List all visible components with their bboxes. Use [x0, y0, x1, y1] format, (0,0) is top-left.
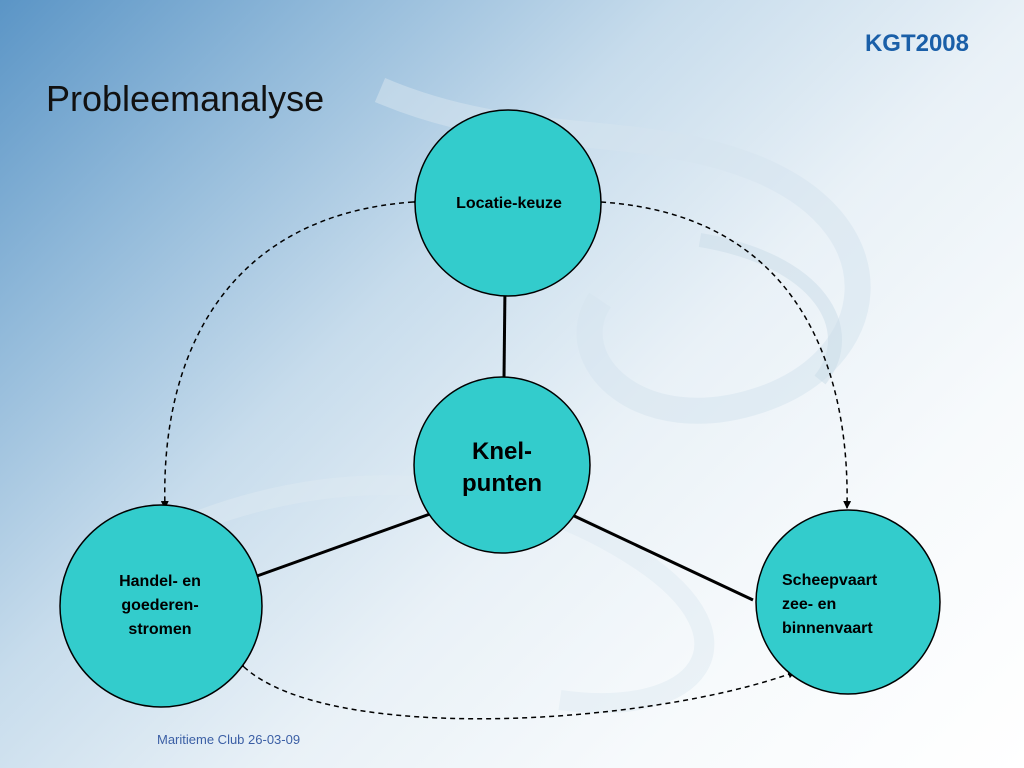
- node-label-scheepvaart: Scheepvaart zee- en binnenvaart: [782, 572, 878, 637]
- dashed-arrow-top-right: [593, 197, 852, 509]
- connector-top-center: [502, 285, 507, 379]
- connector-left-center: [256, 512, 431, 578]
- page-title: Probleemanalyse: [46, 78, 325, 119]
- node-locatie-keuze: [414, 109, 602, 297]
- node-label-handel: Handel- en goederen- stromen: [119, 573, 201, 638]
- node-handel: [59, 504, 263, 708]
- node-label-knelpunten: Knel- punten: [462, 438, 542, 497]
- footer-text: Maritieme Club 26-03-09: [157, 732, 301, 747]
- dashed-arrow-bottom: [236, 659, 796, 720]
- node-label-locatie-keuze: Locatie-keuze: [456, 195, 562, 212]
- node-scheepvaart: [755, 509, 941, 695]
- connector-right-center: [569, 512, 754, 602]
- brand-label: KGT2008: [864, 30, 969, 57]
- node-knelpunten: [413, 376, 591, 554]
- dashed-arrow-top-left: [160, 197, 421, 509]
